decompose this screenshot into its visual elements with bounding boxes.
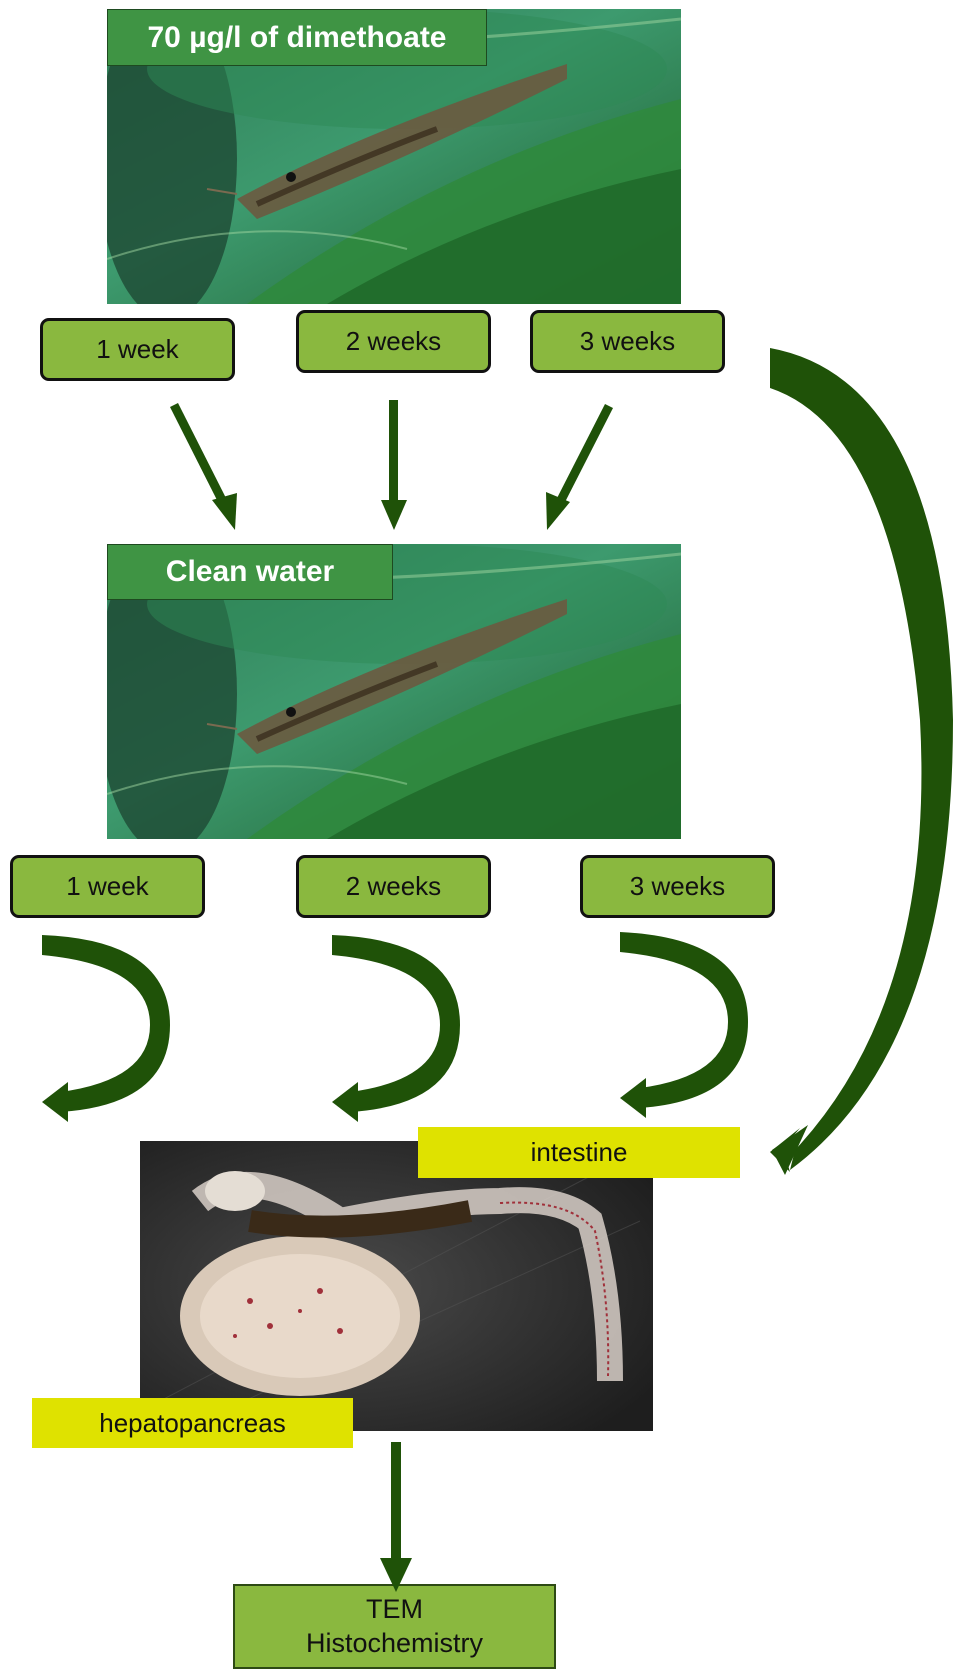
arrow-1-week-to-clean-water bbox=[170, 403, 237, 530]
curved-arrow-recovery-2-weeks bbox=[332, 935, 460, 1122]
arrow-2-weeks-to-clean-water bbox=[381, 400, 407, 530]
curved-arrow-recovery-1-week bbox=[42, 935, 170, 1122]
arrow-3-weeks-to-clean-water bbox=[546, 404, 613, 530]
arrow-organs-to-analysis bbox=[380, 1442, 412, 1592]
curved-arrow-3-weeks-to-organs bbox=[770, 348, 953, 1175]
curved-arrow-recovery-3-weeks bbox=[620, 932, 748, 1118]
